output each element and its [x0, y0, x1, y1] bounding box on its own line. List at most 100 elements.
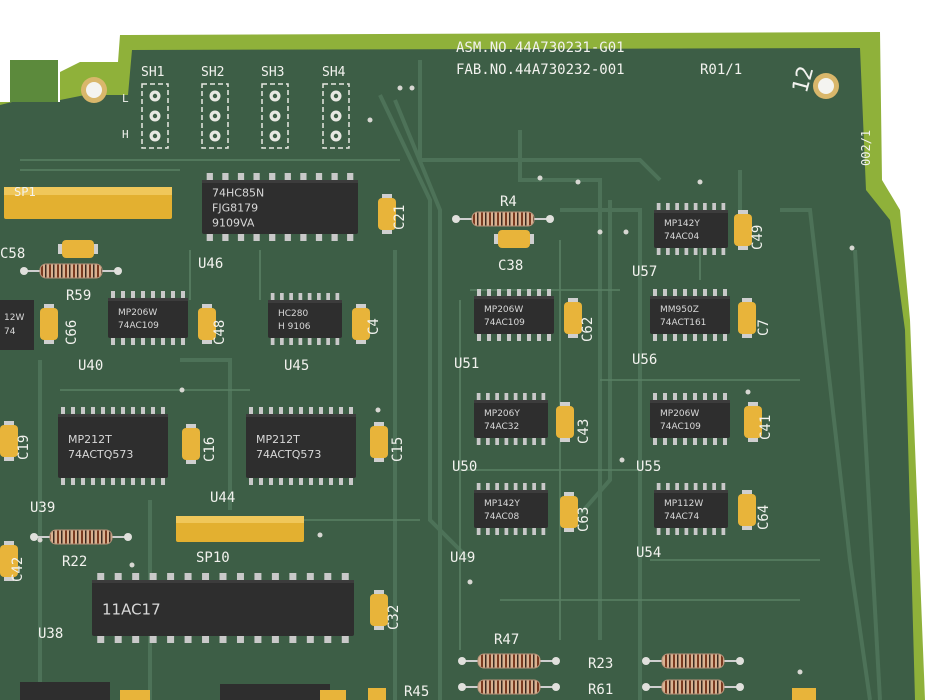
thin-traces: [20, 159, 820, 650]
chip-marking: 9109VA: [212, 217, 255, 230]
asm-number: ASM.NO.44A730231-G01: [456, 40, 625, 56]
chip-ref: U50: [452, 459, 477, 475]
chip-marking: 74AC32: [484, 422, 519, 432]
capacitor-c49: C49: [734, 210, 766, 250]
chip-marking: 74ACTQ573: [256, 448, 321, 461]
capacitor-label: C32: [386, 605, 402, 630]
capacitor-label: C21: [392, 205, 408, 230]
header-sh2: SH2: [201, 65, 229, 149]
partial-chip-line2: 74: [4, 327, 16, 337]
chip-marking: HC280: [278, 309, 309, 319]
chip-ref: U56: [632, 352, 657, 368]
capacitor-label: C16: [202, 437, 218, 462]
resistor-r23: R23: [588, 653, 744, 672]
chip-ref: U39: [30, 500, 55, 516]
capacitor-c62: C62: [564, 298, 596, 342]
chip-marking: 74ACTQ573: [68, 448, 133, 461]
chip-marking: 74AC109: [660, 422, 701, 432]
chip-marking: 74AC109: [484, 318, 525, 328]
header-label: SH3: [261, 65, 284, 80]
resistor-label: R23: [588, 656, 613, 672]
chip-marking: 74AC04: [664, 232, 699, 242]
chip-ref: U49: [450, 550, 475, 566]
capacitor-label: C66: [64, 320, 80, 345]
chip-marking: 74AC74: [664, 512, 699, 522]
capacitor-label: C42: [10, 557, 26, 582]
capacitor-label: C4: [366, 318, 382, 335]
resistor-r22: R22: [30, 529, 132, 570]
header-label: SH2: [201, 65, 224, 80]
chip-ref: U57: [632, 264, 657, 280]
capacitor-c4: C4: [352, 304, 382, 344]
resistor-r47: R47: [458, 632, 560, 669]
resistor-label: R47: [494, 632, 519, 648]
mounting-holes: [81, 73, 839, 103]
capacitor-c41: C41: [744, 402, 774, 442]
network-label: SP10: [196, 550, 230, 566]
chip-marking: 11AC17: [102, 601, 161, 619]
capacitor-c48: C48: [198, 304, 228, 345]
chip-marking: MP142Y: [664, 219, 700, 229]
capacitor-c38: C38: [494, 230, 534, 274]
fab-number: FAB.NO.44A730232-001: [456, 62, 625, 78]
chip-marking: 74AC109: [118, 321, 159, 331]
capacitor-c7: C7: [738, 298, 772, 338]
capacitor-label: C58: [0, 246, 25, 262]
copper-traces: [38, 60, 882, 700]
integrated-circuits: 74HC85NFJG81799109VAU46MP206W74AC109U40H…: [30, 173, 730, 643]
capacitor-c16: C16: [182, 424, 218, 464]
chip-marking: MP212T: [256, 433, 300, 446]
chip-marking: H 9106: [278, 322, 311, 332]
board-edge-tab: [10, 60, 58, 102]
header-sh1: SH1: [141, 65, 169, 149]
chip-marking: 74HC85N: [212, 187, 264, 200]
side-code: 002/1: [859, 130, 873, 166]
capacitor-c21: C21: [378, 194, 408, 234]
chip-marking: 74ACT161: [660, 318, 706, 328]
capacitor-label: C38: [498, 258, 523, 274]
header-label: SH1: [141, 65, 164, 80]
capacitor-c66: C66: [40, 304, 80, 345]
resistor-r59: R59: [20, 263, 122, 304]
capacitor-label: C43: [576, 419, 592, 444]
chip-ref: U38: [38, 626, 63, 642]
capacitor-label: C62: [580, 317, 596, 342]
header-mark-high: H: [122, 128, 129, 141]
capacitor-label: C41: [758, 415, 774, 440]
resistor-label: R22: [62, 554, 87, 570]
chip-ref: U51: [454, 356, 479, 372]
resistor-label: R45: [404, 684, 429, 700]
revision-label: R01/1: [700, 62, 742, 78]
resistor-network-sp10: SP10: [176, 516, 304, 566]
chip-ref: U46: [198, 256, 223, 272]
resistor-label: R61: [588, 682, 613, 698]
chip-marking: MP112W: [664, 499, 703, 509]
capacitor-label: C64: [756, 505, 772, 530]
capacitor-label: C63: [576, 507, 592, 532]
capacitor-c63: C63: [560, 492, 592, 532]
resistor-r4: R4: [452, 194, 554, 227]
header-mark-low: L: [122, 92, 129, 105]
bottom-chip-row: [20, 682, 816, 700]
chip-marking: MP206W: [484, 305, 523, 315]
partial-chip: 12W 74: [0, 300, 34, 350]
resistor-r45: R45: [404, 679, 560, 700]
chip-ref: U55: [636, 459, 661, 475]
capacitor-c58: C58: [0, 240, 98, 262]
resistor-label: R59: [66, 288, 91, 304]
